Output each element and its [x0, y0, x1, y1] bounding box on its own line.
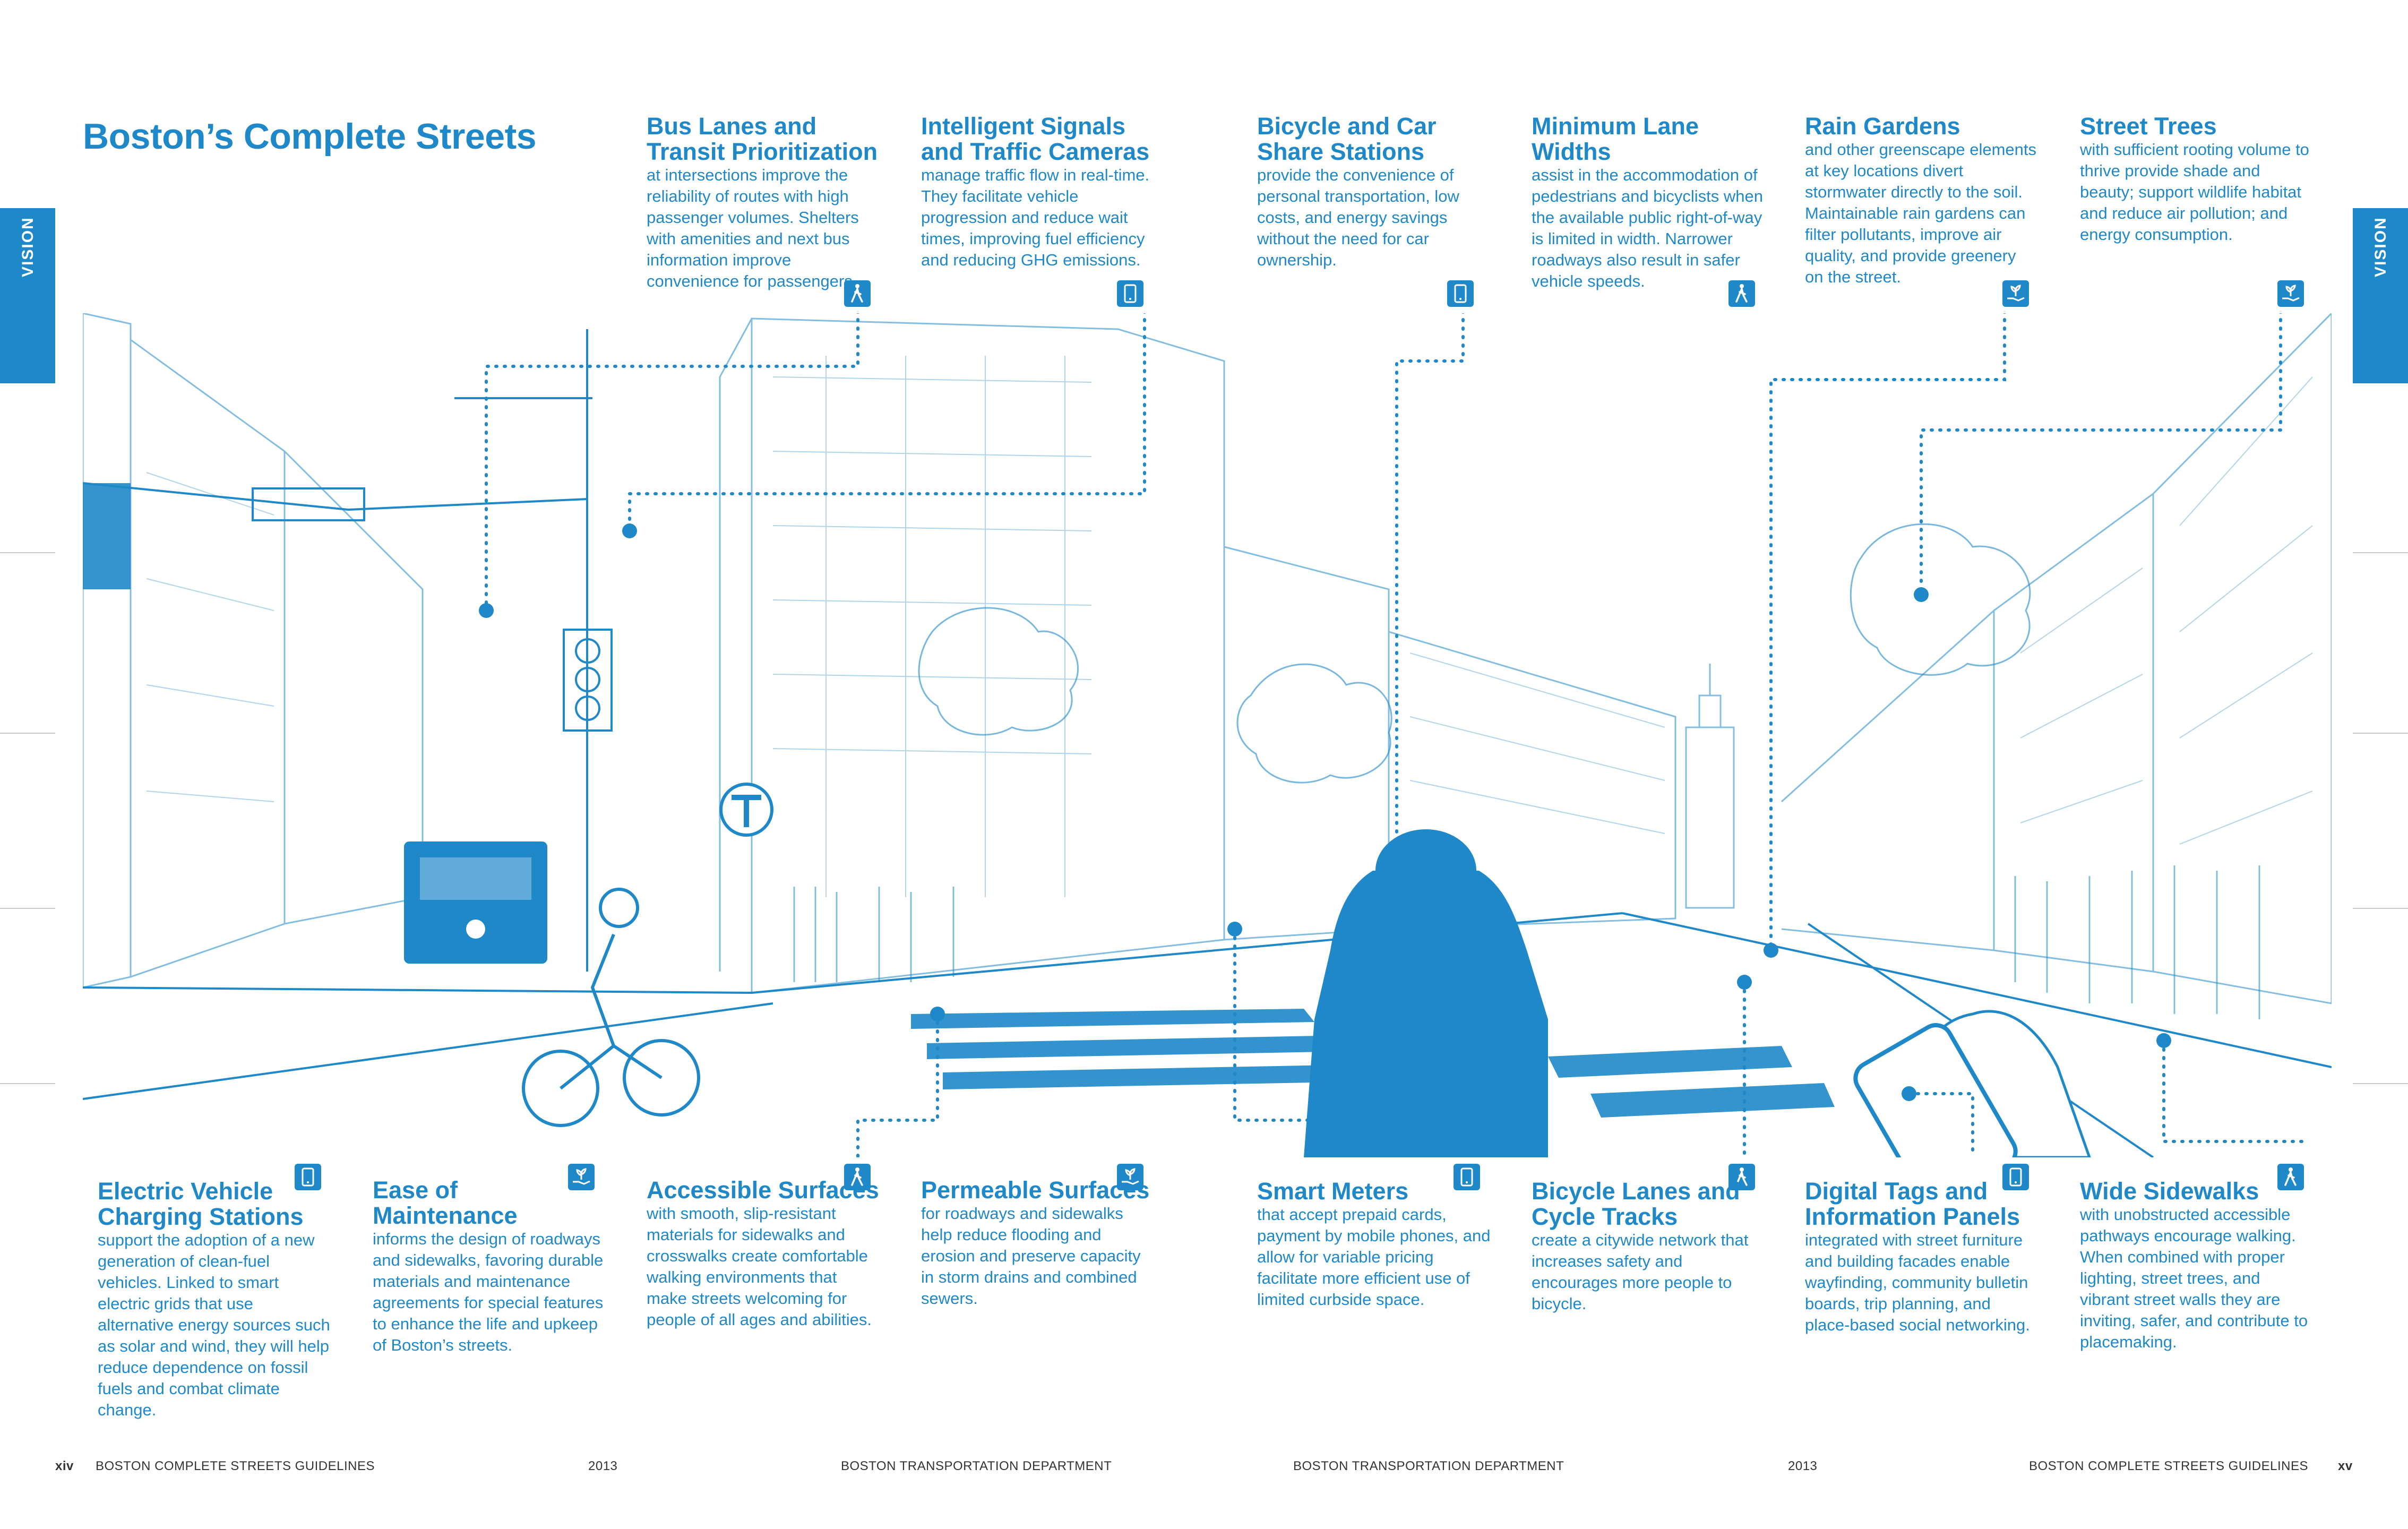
pedestrian-icon: [2277, 1164, 2304, 1190]
feature-heading: Permeable Surfaces: [921, 1176, 1150, 1204]
left-cyclist: [522, 888, 700, 1127]
feature-intelligent-signals: Intelligent Signals and Traffic Cameras …: [921, 114, 1155, 271]
footer-dept-left: BOSTON TRANSPORTATION DEPARTMENT: [841, 1459, 1112, 1473]
feature-heading: Street Trees: [2080, 113, 2217, 140]
feature-body: informs the design of roadways and sidew…: [373, 1230, 604, 1354]
page-number-right: xv: [2338, 1459, 2353, 1473]
mobile-phone-icon: [1447, 280, 1474, 307]
feature-body: that accept prepaid cards, payment by mo…: [1257, 1205, 1491, 1309]
feature-heading: Ease of Maintenance: [373, 1176, 518, 1229]
plant-hand-icon: [2277, 280, 2304, 307]
vision-tab-label: VISION: [19, 217, 37, 277]
edge-divider: [0, 1083, 55, 1084]
edge-divider: [2353, 1083, 2408, 1084]
mobile-phone-icon: [2002, 1164, 2029, 1190]
plant-hand-icon: [1117, 1164, 1143, 1190]
page-title: Boston’s Complete Streets: [83, 116, 537, 157]
pedestrian-icon: [844, 280, 871, 307]
feature-body: provide the convenience of personal tran…: [1257, 166, 1459, 269]
edge-divider: [0, 733, 55, 734]
signal-head: [83, 483, 131, 589]
feature-body: assist in the accommodation of pedestria…: [1532, 166, 1763, 290]
edge-divider: [2353, 908, 2408, 909]
mobile-phone-icon: [295, 1164, 321, 1190]
feature-lane-widths: Minimum Lane Widths assist in the accomm…: [1532, 114, 1765, 292]
feature-body: with unobstructed accessible pathways en…: [2080, 1205, 2308, 1351]
mobile-phone-icon: [1117, 280, 1143, 307]
feature-bicycle-lanes: Bicycle Lanes and Cycle Tracks create a …: [1532, 1179, 1765, 1315]
edge-divider: [0, 908, 55, 909]
feature-body: manage traffic flow in real-time. They f…: [921, 166, 1150, 269]
footer-title-right: BOSTON COMPLETE STREETS GUIDELINES: [2029, 1459, 2308, 1473]
edge-divider: [0, 552, 55, 553]
feature-accessible-surfaces: Accessible Surfaces with smooth, slip-re…: [647, 1178, 880, 1330]
feature-heading: Digital Tags and Information Panels: [1805, 1178, 2020, 1230]
pedestrian-icon: [844, 1164, 871, 1190]
feature-heading: Intelligent Signals and Traffic Cameras: [921, 113, 1150, 165]
feature-ev-charging: Electric Vehicle Charging Stations suppo…: [98, 1179, 331, 1421]
plant-hand-icon: [2002, 280, 2029, 307]
footer-year-right: 2013: [1788, 1459, 1818, 1473]
feature-body: with smooth, slip-resistant materials fo…: [647, 1204, 872, 1329]
feature-heading: Electric Vehicle Charging Stations: [98, 1178, 304, 1230]
feature-heading: Accessible Surfaces: [647, 1176, 879, 1204]
footer-title-left: BOSTON COMPLETE STREETS GUIDELINES: [96, 1459, 375, 1473]
feature-body: create a citywide network that increases…: [1532, 1231, 1749, 1313]
hand-with-phone: [1853, 1010, 2091, 1157]
vision-tab-label: VISION: [2372, 217, 2389, 277]
bus: [404, 841, 547, 964]
feature-body: with sufficient rooting volume to thrive…: [2080, 140, 2309, 244]
vision-tab-right: VISION: [2353, 208, 2408, 383]
feature-body: at intersections improve the reliability…: [647, 166, 859, 290]
feature-share-stations: Bicycle and Car Share Stations provide t…: [1257, 114, 1491, 271]
feature-permeable-surfaces: Permeable Surfaces for roadways and side…: [921, 1178, 1155, 1309]
feature-street-trees: Street Trees with sufficient rooting vol…: [2080, 114, 2314, 245]
feature-heading: Bicycle Lanes and Cycle Tracks: [1532, 1178, 1740, 1230]
feature-wide-sidewalks: Wide Sidewalks with unobstructed accessi…: [2080, 1179, 2314, 1353]
feature-body: for roadways and sidewalks help reduce f…: [921, 1204, 1141, 1308]
feature-smart-meters: Smart Meters that accept prepaid cards, …: [1257, 1179, 1491, 1310]
edge-divider: [2353, 733, 2408, 734]
feature-heading: Bicycle and Car Share Stations: [1257, 113, 1437, 165]
feature-ease-maintenance: Ease of Maintenance informs the design o…: [373, 1178, 606, 1356]
feature-bus-lanes: Bus Lanes and Transit Prioritization at …: [647, 114, 880, 292]
page-number-left: xiv: [55, 1459, 74, 1473]
pedestrian-icon: [1728, 280, 1755, 307]
feature-digital-tags: Digital Tags and Information Panels inte…: [1805, 1179, 2039, 1336]
feature-body: support the adoption of a new generation…: [98, 1231, 330, 1419]
cyclist: [1304, 829, 1548, 1157]
feature-body: integrated with street furniture and bui…: [1805, 1231, 2030, 1334]
street-illustration: [83, 313, 2332, 1157]
footer-year-left: 2013: [588, 1459, 618, 1473]
feature-heading: Bus Lanes and Transit Prioritization: [647, 113, 878, 165]
edge-divider: [2353, 552, 2408, 553]
footer-dept-right: BOSTON TRANSPORTATION DEPARTMENT: [1293, 1459, 1564, 1473]
plant-hand-icon: [568, 1164, 595, 1190]
mobile-phone-icon: [1454, 1164, 1480, 1190]
feature-heading: Smart Meters: [1257, 1178, 1409, 1205]
feature-heading: Rain Gardens: [1805, 113, 1960, 140]
feature-heading: Wide Sidewalks: [2080, 1178, 2259, 1205]
feature-body: and other greenscape elements at key loc…: [1805, 140, 2037, 286]
feature-rain-gardens: Rain Gardens and other greenscape elemen…: [1805, 114, 2039, 288]
vision-tab-left: VISION: [0, 208, 55, 383]
pedestrian-icon: [1728, 1164, 1755, 1190]
feature-heading: Minimum Lane Widths: [1532, 113, 1699, 165]
